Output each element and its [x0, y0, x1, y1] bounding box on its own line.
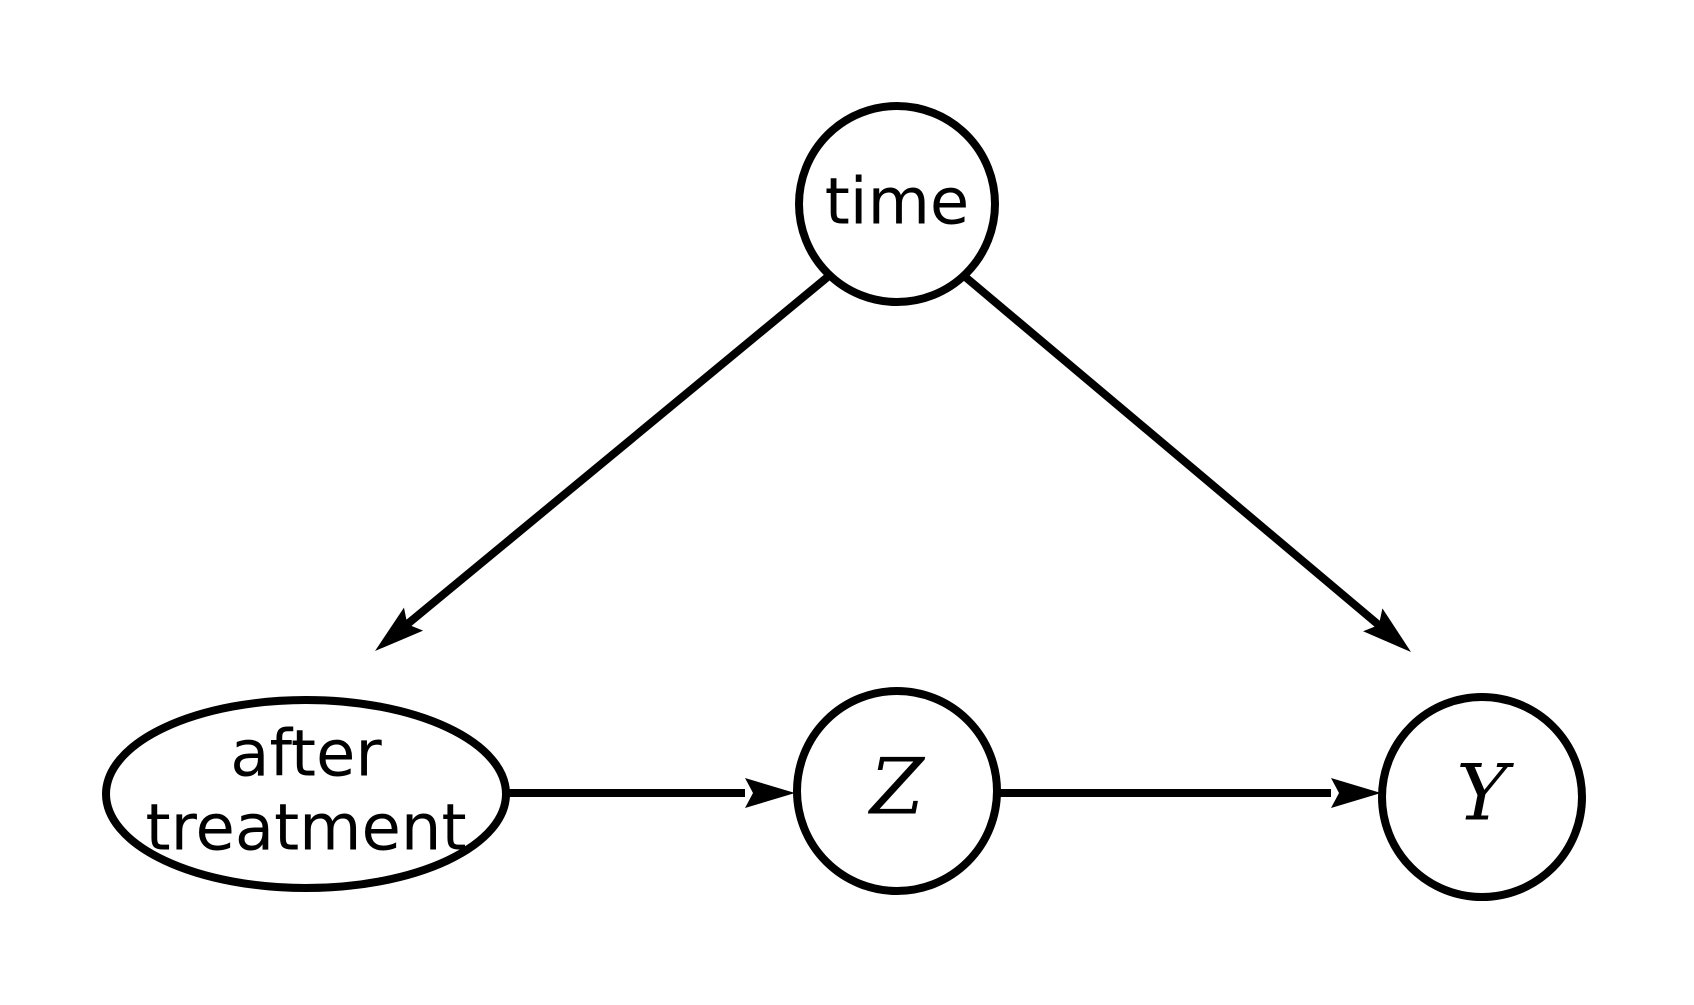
node-after-treatment[interactable]: after treatment: [102, 696, 510, 892]
arrowhead-icon: [1331, 778, 1381, 808]
edge-after-treatment-to-Z: [506, 778, 795, 808]
node-label-after: after: [230, 718, 382, 792]
node-outline: [1378, 693, 1586, 901]
node-outline: [102, 696, 510, 892]
arrowhead-icon: [375, 607, 424, 651]
edge-shaft: [390, 271, 833, 640]
node-time[interactable]: time: [795, 102, 999, 306]
node-Z[interactable]: Z: [793, 687, 1001, 895]
edge-shaft: [960, 271, 1396, 641]
edge-time-to-after-treatment: [375, 271, 833, 651]
node-outline: [795, 102, 999, 306]
node-outline: [793, 687, 1001, 895]
node-label-Y: Y: [1456, 749, 1514, 839]
node-label-treatment: treatment: [145, 792, 466, 866]
node-Y[interactable]: Y: [1378, 693, 1586, 901]
edge-group: [375, 271, 1411, 808]
arrowhead-icon: [745, 778, 795, 808]
edge-Z-to-Y: [997, 778, 1381, 808]
arrowhead-icon: [1363, 608, 1411, 652]
node-group: time after treatment Z Y: [102, 102, 1586, 901]
edge-time-to-Y: [960, 271, 1411, 652]
node-label-Z: Z: [867, 743, 926, 833]
node-label-time: time: [825, 166, 970, 240]
